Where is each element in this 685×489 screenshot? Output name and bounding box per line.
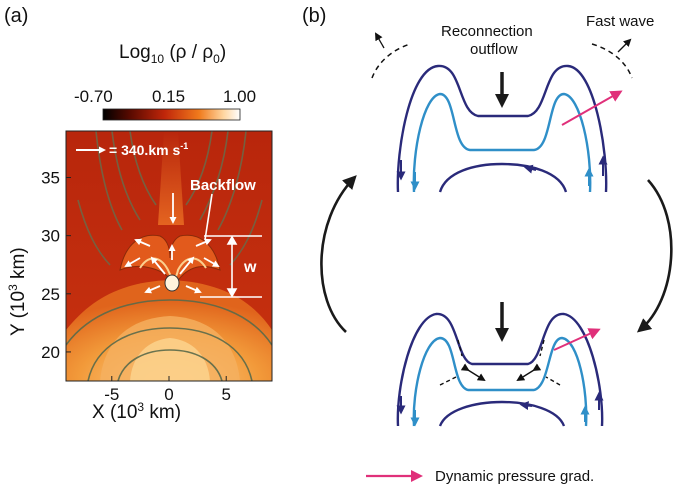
y-axis: 35 30 25 20	[41, 169, 71, 362]
w-label: w	[243, 259, 257, 276]
colorbar-title: Log10 (ρ / ρ0)	[119, 42, 226, 66]
fast-wave-label: Fast wave	[586, 13, 654, 30]
y-tick-label: 25	[41, 285, 60, 304]
closed-loop-upper	[438, 162, 568, 193]
y-tick-label: 35	[41, 169, 60, 188]
w-marker	[200, 235, 262, 298]
colorbar-tick-mid: 0.15	[152, 87, 185, 106]
outflow-label-line1: Reconnection	[441, 23, 533, 40]
y-tick-label: 30	[41, 227, 60, 246]
panel-b-label: (b)	[302, 5, 326, 27]
fast-wave-right-arc	[591, 43, 633, 79]
x-tick-label: 0	[164, 385, 173, 404]
y-tick-label: 20	[41, 343, 60, 362]
cycle-arrow-left	[320, 175, 357, 333]
flow-arrows	[124, 193, 220, 294]
pressure-gradient-arrow-lower	[553, 328, 601, 351]
backflow-label: Backflow	[190, 177, 256, 194]
cycle-arrow-right	[636, 179, 673, 333]
fast-wave-left-arrow	[375, 32, 385, 49]
outflow-label-line2: outflow	[470, 41, 518, 58]
closed-loop-lower	[438, 400, 566, 427]
velocity-key-label: = 340.km s-1	[109, 141, 188, 158]
x-axis-label: X (103 km)	[92, 400, 181, 423]
density-map	[66, 131, 272, 381]
lower-diagram	[396, 302, 604, 427]
double-arrow-left	[460, 363, 486, 382]
x-axis: -5 0 5	[104, 376, 231, 404]
backflow-pointer	[204, 193, 213, 241]
y-axis-label: Y (103 km)	[6, 247, 29, 336]
colorbar-tick-min: -0.70	[74, 87, 113, 106]
panel-a-label: (a)	[4, 5, 28, 27]
dark-field-line-upper	[396, 64, 608, 193]
panel-a: (a) Log10 (ρ / ρ0) -0.70 0.15 1.00	[4, 5, 273, 423]
double-arrow-right	[516, 363, 542, 382]
light-field-line-lower	[412, 336, 588, 427]
legend-text: Dynamic pressure grad.	[435, 468, 594, 485]
pressure-gradient-arrow-upper	[561, 90, 623, 126]
field-lines	[77, 131, 263, 266]
upper-diagram	[371, 32, 633, 193]
colorbar-tick-max: 1.00	[223, 87, 256, 106]
panel-b: (b) Reconnection outflow Fast wave	[302, 5, 673, 485]
light-field-line-upper	[412, 92, 592, 193]
x-tick-label: 5	[221, 385, 230, 404]
fast-wave-right-arrow	[617, 38, 632, 53]
fast-wave-left-arc	[371, 43, 411, 79]
colorbar	[102, 108, 241, 121]
x-tick-label: -5	[104, 385, 119, 404]
dark-field-line-lower	[396, 312, 604, 427]
